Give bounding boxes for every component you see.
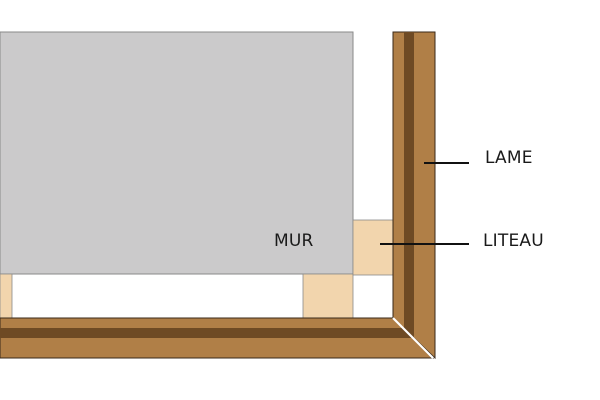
batten-left bbox=[0, 273, 13, 319]
miter-joint bbox=[392, 317, 434, 359]
board-label: LAME bbox=[485, 148, 533, 168]
batten-side bbox=[352, 219, 394, 276]
horizontal-board-core bbox=[0, 328, 414, 338]
batten-bottom bbox=[302, 273, 354, 319]
wall-block bbox=[0, 31, 354, 275]
vertical-board-core bbox=[404, 32, 414, 339]
wall-label: MUR bbox=[274, 231, 314, 251]
batten-label: LITEAU bbox=[483, 231, 544, 251]
